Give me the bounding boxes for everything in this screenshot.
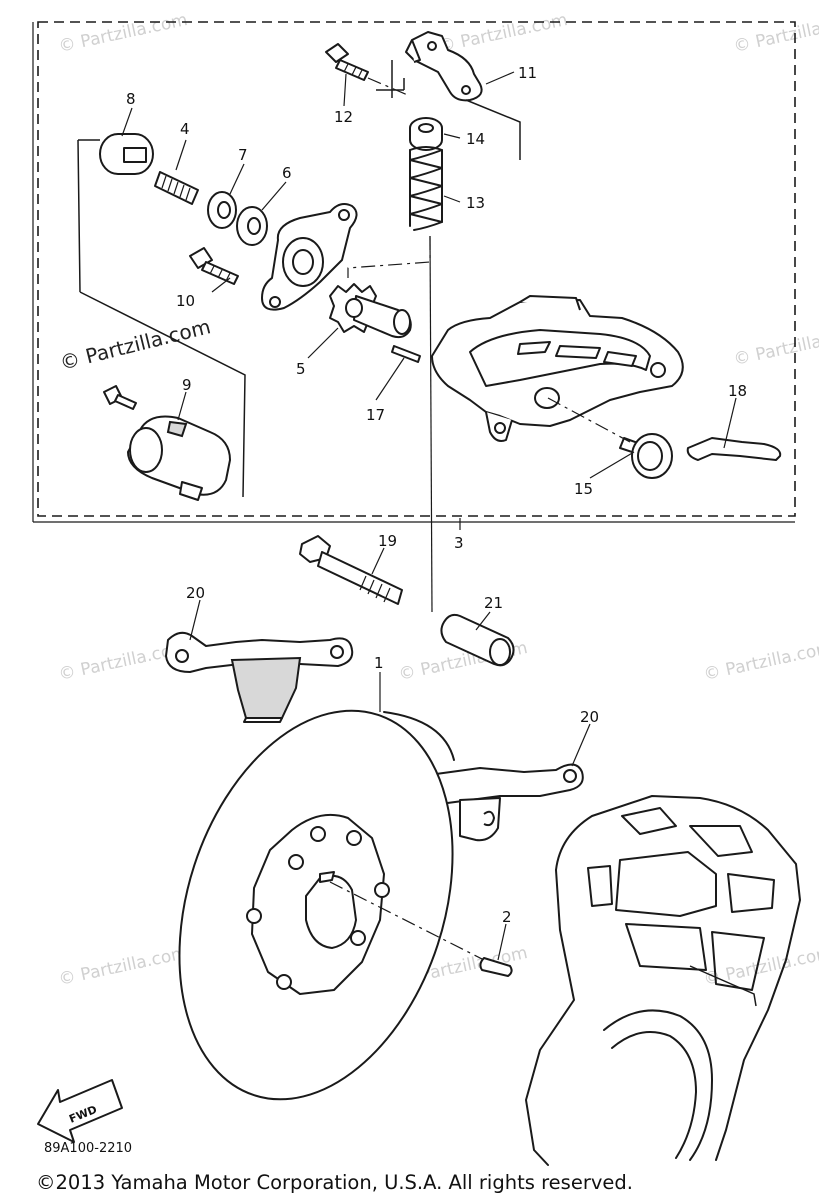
- label-part-15: 15: [574, 480, 593, 498]
- axis-key: [329, 881, 489, 963]
- label-part-2: 2: [502, 908, 512, 926]
- label-part-10: 10: [176, 292, 195, 310]
- mount-plate: [261, 203, 358, 311]
- caliper-body: [431, 295, 684, 442]
- part-1-disc: [178, 709, 455, 1101]
- part-18-clip: [686, 437, 782, 461]
- align-line-12: [367, 77, 411, 97]
- label-part-12: 12: [334, 108, 353, 126]
- watermark: © Partzilla.com: [732, 323, 819, 370]
- label-part-9: 9: [182, 376, 192, 394]
- watermark: © Partzilla.com: [57, 10, 189, 57]
- label-part-17: 17: [366, 406, 385, 424]
- label-part-11: 11: [518, 64, 537, 82]
- label-part-20-left: 20: [186, 584, 205, 602]
- part-7-washer: [207, 191, 237, 229]
- watermark: © Partzilla.com: [437, 10, 569, 57]
- group-bracket-left: [77, 139, 246, 498]
- label-part-1: 1: [374, 654, 384, 672]
- axis-vertical: [429, 235, 433, 613]
- watermark: © Partzilla.com: [732, 10, 819, 57]
- label-part-14: 14: [466, 130, 485, 148]
- part-12-bolt: [325, 43, 369, 81]
- part-labels: 8 4 7 6 10 9 12 11 14 13 5 17 15 18 3 19…: [126, 64, 747, 926]
- part-8-cap: [99, 133, 154, 175]
- label-part-5: 5: [296, 360, 306, 378]
- assembly-outline: [37, 21, 796, 517]
- label-part-8: 8: [126, 90, 136, 108]
- label-part-13: 13: [466, 194, 485, 212]
- label-part-19: 19: [378, 532, 397, 550]
- part-15-pin: [619, 433, 673, 479]
- part-2-key: [479, 957, 513, 977]
- label-part-7: 7: [238, 146, 248, 164]
- label-part-4: 4: [180, 120, 190, 138]
- part-21-sleeve: [440, 613, 515, 667]
- part-19-bolt: [299, 535, 403, 605]
- label-part-18: 18: [728, 382, 747, 400]
- part-17-pin: [391, 345, 421, 363]
- leader-lines: [121, 71, 737, 961]
- part-10-bolt: [189, 247, 239, 285]
- watermark-main: © Partzilla.com: [57, 314, 213, 375]
- align-line-11: [376, 60, 521, 160]
- small-screw: [103, 385, 137, 410]
- copyright-notice: ©2013 Yamaha Motor Corporation, U.S.A. A…: [36, 1171, 633, 1194]
- watermark: © Partzilla.com: [57, 943, 189, 990]
- part-13-spring: [409, 146, 443, 231]
- axis-spring: [347, 236, 431, 278]
- label-part-20-right: 20: [580, 708, 599, 726]
- part-5-gear: [329, 283, 412, 339]
- label-part-21: 21: [484, 594, 503, 612]
- part-6-washer: [236, 206, 268, 246]
- part-4-rod: [154, 171, 199, 205]
- label-part-6: 6: [282, 164, 292, 182]
- axis-pin-15: [547, 397, 631, 443]
- label-part-3: 3: [454, 534, 464, 552]
- fwd-arrow-icon: FWD: [37, 1079, 123, 1143]
- part-20-pad-left: [165, 631, 354, 723]
- gearcase-housing: [525, 795, 801, 1166]
- part-9-cover: [127, 415, 231, 501]
- diagram-code: 89A100-2210: [44, 1141, 132, 1156]
- part-14-nut: [409, 117, 443, 151]
- watermark: © Partzilla.com: [702, 638, 819, 685]
- part-11-bracket: [405, 31, 483, 102]
